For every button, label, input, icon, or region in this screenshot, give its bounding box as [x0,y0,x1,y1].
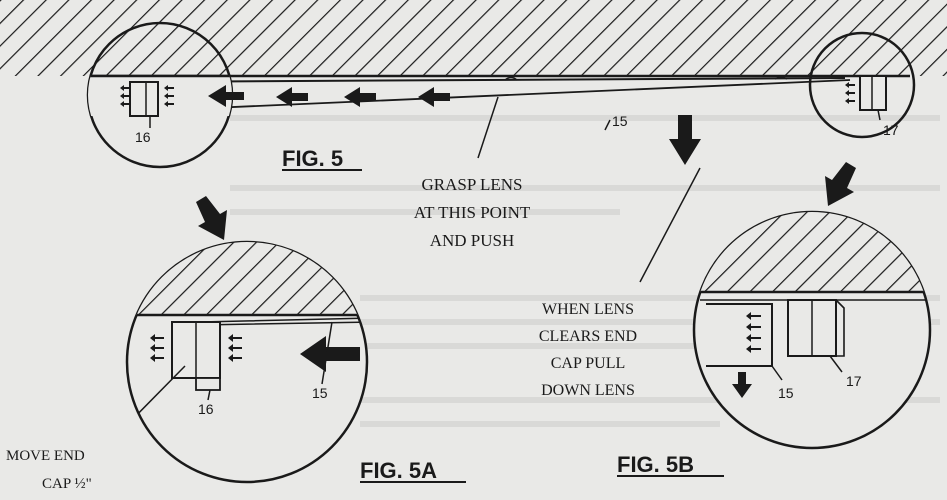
when-lens-line-4: DOWN LENS [541,382,635,399]
part-number-15-top: 15 [612,113,628,129]
leader-lines [477,96,701,283]
part-number-16-top: 16 [135,129,151,145]
figure-label-5a: FIG. 5A [360,458,437,483]
part-number-15-fig5b: 15 [778,385,794,401]
grasp-line-2: AT THIS POINT [414,203,531,222]
move-end-line-1: MOVE END [6,448,85,464]
end-cap-right-detail [845,75,887,121]
part-number-15-fig5a: 15 [312,385,328,401]
when-lens-line-1: WHEN LENS [542,301,634,318]
move-end-cap-callout: MOVE END CAP ½" [6,448,92,492]
figure-label-5b: FIG. 5B [617,452,694,477]
pull-down-arrow-top [669,115,701,165]
move-end-line-2: CAP ½" [42,476,92,492]
magnifier-right [808,31,916,139]
grasp-lens-callout: GRASP LENS AT THIS POINT AND PUSH [414,175,531,250]
end-cap-left-detail [88,74,232,128]
arrow-to-fig5b [825,162,856,206]
part-number-17-fig5b: 17 [846,373,862,389]
arrow-to-fig5a [196,196,227,240]
grasp-line-1: GRASP LENS [422,175,523,194]
ceiling-hatch-top [0,0,947,78]
part-number-17-top: 17 [883,122,899,138]
when-lens-callout: WHEN LENS CLEARS END CAP PULL DOWN LENS [539,301,637,399]
grasp-line-3: AND PUSH [430,231,515,250]
figure-label-5: FIG. 5 [282,146,343,171]
lens-top [119,76,851,113]
push-arrows-top [208,85,450,107]
when-lens-line-2: CLEARS END [539,328,637,345]
when-lens-line-3: CAP PULL [551,355,626,372]
part-number-16-fig5a: 16 [198,401,214,417]
